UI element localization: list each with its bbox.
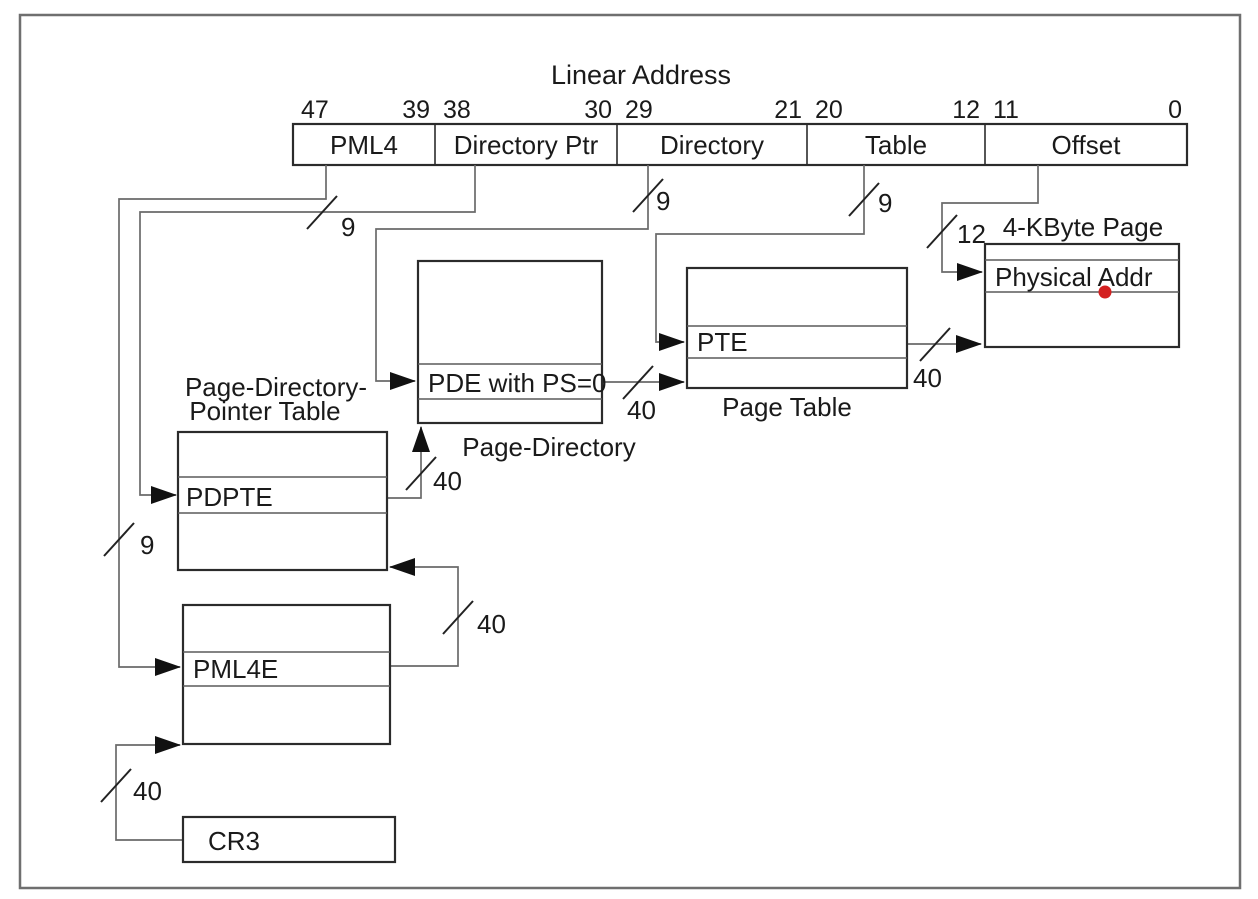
bus-slash-cr3: [100, 768, 132, 803]
page-directory-title: Page-Directory: [462, 432, 635, 462]
bus-width-directory: 9: [656, 186, 670, 216]
pdpt-box: [176, 430, 389, 572]
bit-label-20: 20: [815, 96, 843, 124]
bit-label-21: 21: [774, 96, 802, 124]
field-label-pml4: PML4: [330, 130, 398, 160]
bus-slash-pde-pt: [622, 365, 654, 400]
page-4k-box: [983, 242, 1181, 349]
bus-width-pdpte-pd: 40: [433, 466, 462, 496]
bus-slash-directory: [632, 178, 664, 213]
field-label-directory: Directory: [660, 130, 764, 160]
pdpt-title-line2: Pointer Table: [189, 396, 340, 426]
bus-slash-table: [848, 182, 880, 217]
bus-slash-pml4: [103, 522, 135, 557]
bus-width-pml4e-pdpt: 40: [477, 609, 506, 639]
pdpt-title-line1: Page-Directory-: [185, 372, 367, 402]
page-directory-box: [416, 259, 604, 425]
pml4e-entry: PML4E: [193, 654, 278, 684]
bit-label-30: 30: [584, 96, 612, 124]
bus-slash-pte-page: [919, 327, 951, 362]
page-4k-title: 4-KByte Page: [1003, 212, 1163, 242]
bit-label-11: 11: [993, 96, 1019, 124]
bus-width-cr3: 40: [133, 776, 162, 806]
wire-pdpte-to-page-directory: [387, 426, 430, 499]
bit-label-47: 47: [301, 96, 329, 124]
bus-width-pte-page: 40: [913, 363, 942, 393]
page-table-box: [685, 266, 909, 390]
wire-pml4-to-pml4e: [118, 165, 327, 676]
physical-addr-dot: [1098, 285, 1112, 299]
bit-label-39: 39: [402, 96, 430, 124]
linear-address-title: Linear Address: [551, 60, 731, 90]
pte-entry: PTE: [697, 327, 748, 357]
bus-slash-pml4e-pdpt: [442, 600, 474, 635]
cr3-label: CR3: [208, 826, 260, 856]
wire-table-to-pte: [655, 165, 865, 351]
wire-offset-to-physical-addr: [941, 165, 1039, 281]
bit-label-0: 0: [1168, 96, 1182, 124]
bit-label-12: 12: [952, 96, 980, 124]
wire-dirptr-to-pdpte: [139, 165, 476, 504]
linear-address-bar: [291, 122, 1189, 167]
pdpte-entry: PDPTE: [186, 482, 273, 512]
wire-cr3-to-pml4: [115, 736, 183, 841]
bit-label-29: 29: [625, 96, 653, 124]
pde-entry: PDE with PS=0: [428, 368, 606, 398]
physical-addr-entry: Physical Addr: [995, 262, 1153, 292]
field-label-offset: Offset: [1052, 130, 1122, 160]
bus-width-pml4: 9: [140, 530, 154, 560]
bus-width-pde-pt: 40: [627, 395, 656, 425]
page-table-title: Page Table: [722, 392, 852, 422]
cr3-box: [181, 815, 397, 864]
bit-label-38: 38: [443, 96, 471, 124]
bus-slash-offset: [926, 214, 958, 249]
field-label-table: Table: [865, 130, 927, 160]
bus-slash-pdpte-pd: [405, 456, 437, 491]
bus-width-offset: 12: [957, 219, 986, 249]
field-label-directory-ptr: Directory Ptr: [454, 130, 599, 160]
bus-width-dirptr: 9: [341, 212, 355, 242]
bus-slash-dirptr: [306, 195, 338, 230]
wire-directory-to-pde: [375, 165, 649, 390]
bus-width-table: 9: [878, 188, 892, 218]
pml4-box: [181, 603, 392, 746]
